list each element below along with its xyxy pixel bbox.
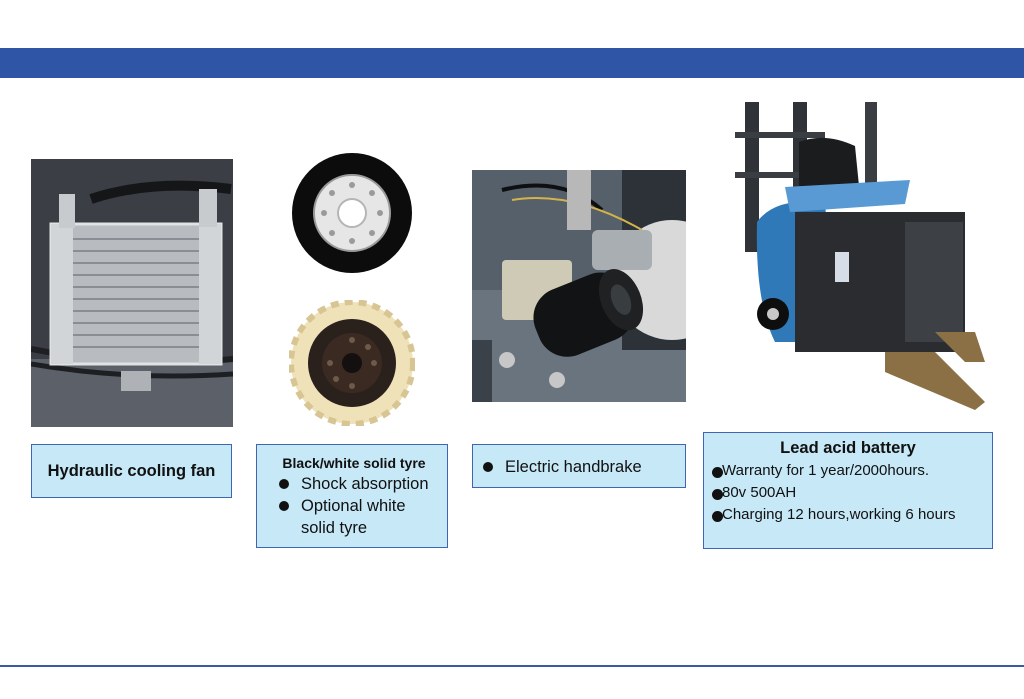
photo-white-tyre xyxy=(289,300,415,426)
caption-title: Hydraulic cooling fan xyxy=(47,461,216,480)
caption-hydraulic-cooling-fan: Hydraulic cooling fan xyxy=(31,444,232,498)
list-item: Electric handbrake xyxy=(483,457,685,477)
caption-solid-tyre: Black/white solid tyre Shock absorption … xyxy=(256,444,448,548)
bullet-dot-icon xyxy=(712,489,723,500)
bullet-dot-icon xyxy=(279,501,289,511)
header-band xyxy=(0,48,1024,78)
bullet-dot-icon xyxy=(279,479,289,489)
feature-list: Warranty for 1 year/2000hours. 80v 500AH… xyxy=(712,460,992,526)
caption-lead-acid-battery: Lead acid battery Warranty for 1 year/20… xyxy=(703,432,993,549)
caption-electric-handbrake: Electric handbrake xyxy=(472,444,686,488)
photo-electric-handbrake xyxy=(472,170,686,402)
photo-black-tyre xyxy=(291,152,413,274)
bullet-dot-icon xyxy=(483,462,493,472)
feature-list: Electric handbrake xyxy=(483,457,685,477)
photo-forklift-battery xyxy=(735,102,985,410)
caption-title: Lead acid battery xyxy=(780,439,916,457)
caption-title: Black/white solid tyre xyxy=(282,455,426,471)
list-item: Charging 12 hours,working 6 hours xyxy=(712,504,992,526)
footer-rule xyxy=(0,665,1024,667)
list-item: Optional white solid tyre xyxy=(269,495,439,539)
bullet-dot-icon xyxy=(712,467,723,478)
feature-list: Shock absorption Optional white solid ty… xyxy=(269,473,439,539)
bullet-dot-icon xyxy=(712,511,723,522)
list-item: Shock absorption xyxy=(269,473,439,495)
photo-hydraulic-cooler xyxy=(31,159,233,427)
list-item: Warranty for 1 year/2000hours. xyxy=(712,460,992,482)
list-item: 80v 500AH xyxy=(712,482,992,504)
